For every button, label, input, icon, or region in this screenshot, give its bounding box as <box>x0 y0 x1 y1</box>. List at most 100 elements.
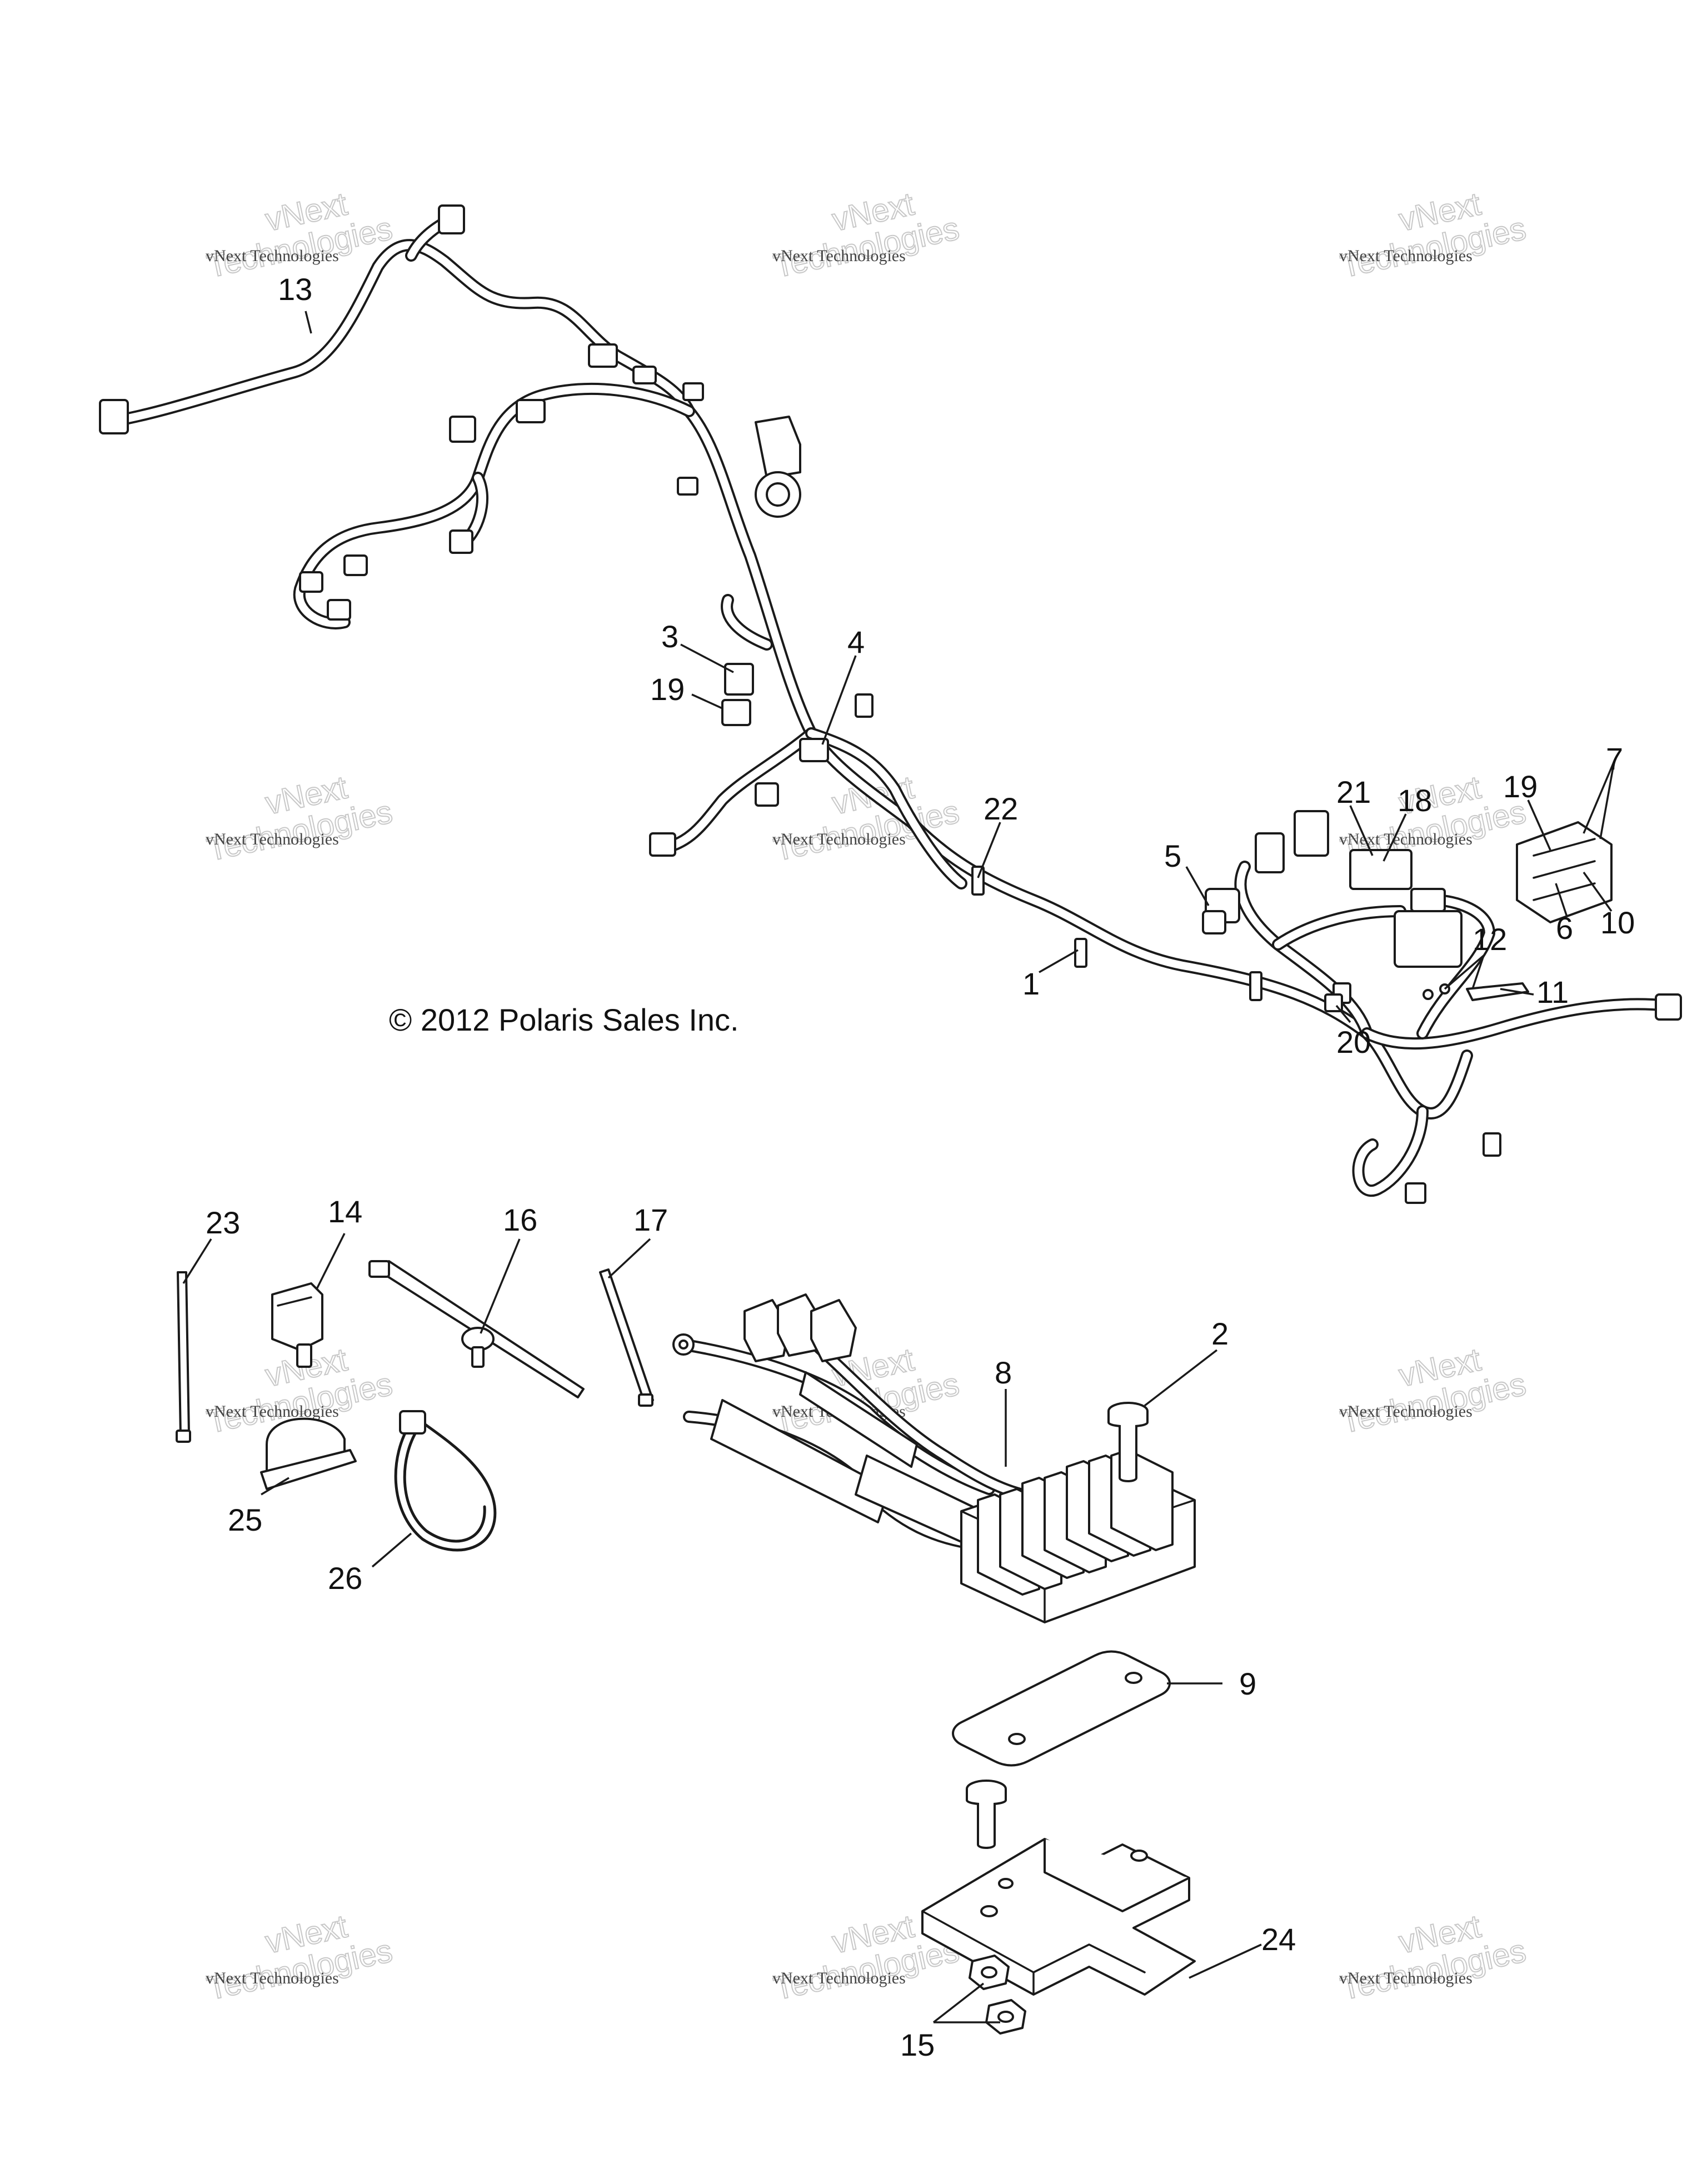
connector <box>766 482 790 507</box>
watermark-1: Technologies vNext vNext Technologies <box>203 185 396 285</box>
leader-18 <box>1382 813 1407 862</box>
connector <box>1294 810 1329 857</box>
harness-band <box>971 866 985 896</box>
connector <box>1405 1182 1426 1204</box>
leader-6 <box>1555 883 1568 917</box>
part-16-push-tie <box>368 1260 585 1398</box>
leader-12a <box>1444 954 1485 990</box>
watermark-2: Technologies vNext vNext Technologies <box>770 185 963 285</box>
part-26-strap <box>394 1410 497 1552</box>
connector <box>855 693 874 718</box>
watermark-12: Technologies vNext vNext Technologies <box>1337 1907 1530 2007</box>
part-24-mounting-bracket <box>921 1838 1196 1996</box>
part-17-cable-tie <box>599 1268 654 1407</box>
callout-22: 22 <box>984 791 1018 826</box>
connector <box>299 571 323 593</box>
connector <box>516 399 546 423</box>
callout-1: 1 <box>1022 966 1040 1001</box>
fuse-block-detail <box>1533 882 1596 901</box>
fuse-block-detail <box>1533 860 1596 879</box>
connector <box>682 382 704 401</box>
watermark-small-text: vNext Technologies <box>772 1969 906 1987</box>
leader-15a <box>932 1982 985 2023</box>
watermark-small-text: vNext Technologies <box>1339 830 1473 848</box>
leader-24 <box>1189 1943 1262 1979</box>
connector <box>449 416 476 443</box>
callout-7: 7 <box>1606 741 1623 776</box>
part-2-bolt <box>1107 1402 1149 1482</box>
watermark-small-text: vNext Technologies <box>1339 1969 1473 1987</box>
watermark-small-text: vNext Technologies <box>1339 1402 1473 1421</box>
watermark-small-text: vNext Technologies <box>206 1969 339 1987</box>
connector <box>1655 993 1682 1021</box>
connector <box>438 204 465 234</box>
leader-4 <box>821 655 857 745</box>
watermark-small-text: vNext Technologies <box>206 830 339 848</box>
watermark-small-text: vNext Technologies <box>206 247 339 265</box>
watermark-small-text: vNext Technologies <box>772 830 906 848</box>
watermark-9: Technologies vNext vNext Technologies <box>1337 1341 1530 1441</box>
main-wire-harness <box>116 211 1673 1197</box>
callout-16: 16 <box>503 1202 537 1237</box>
callout-13: 13 <box>278 272 312 307</box>
screw <box>1422 989 1434 1000</box>
harness-band <box>1249 971 1262 1001</box>
leader-5 <box>1185 866 1210 906</box>
callout-26: 26 <box>328 1561 362 1596</box>
connector <box>799 738 829 762</box>
callout-8: 8 <box>995 1355 1012 1390</box>
leader-19-left <box>691 693 723 709</box>
leader-20 <box>1349 805 1374 856</box>
part-25-clamp <box>260 1417 357 1490</box>
watermarks: Technologies vNext vNext Technologies Te… <box>203 185 1530 2007</box>
bracket <box>1466 982 1529 1001</box>
connector <box>721 699 751 726</box>
callout-4: 4 <box>847 624 865 659</box>
leader-7b <box>1599 761 1615 839</box>
part-14-clip <box>271 1282 323 1368</box>
leader-12b <box>1471 955 1485 989</box>
harness-band <box>1074 938 1087 968</box>
connector <box>588 343 618 368</box>
callout-21: 20 <box>1336 1024 1371 1059</box>
watermark-4: Technologies vNext vNext Technologies <box>203 768 396 868</box>
callout-10: 10 <box>1600 905 1635 940</box>
relay-box <box>1394 910 1463 968</box>
connector <box>1410 888 1446 912</box>
part-9-insulator-plate <box>952 1650 1171 1767</box>
connector <box>343 554 368 576</box>
callout-23: 23 <box>206 1205 240 1240</box>
watermark-small-text: vNext Technologies <box>772 247 906 265</box>
callout-15: 15 <box>900 2027 935 2062</box>
connector <box>755 782 779 807</box>
leader-10 <box>1583 871 1613 912</box>
leader-13 <box>305 311 312 334</box>
leader-26 <box>371 1532 412 1568</box>
callout-12: 12 <box>1473 922 1507 957</box>
part-23-cable-tie <box>176 1271 191 1443</box>
callout-6: 6 <box>1556 911 1573 946</box>
connector <box>755 416 801 479</box>
callout-18: 18 <box>1397 783 1432 818</box>
connector <box>632 366 657 384</box>
leader-22 <box>977 822 1001 878</box>
leader-2 <box>1144 1349 1218 1407</box>
watermark-small-text: vNext Technologies <box>1339 247 1473 265</box>
callout-2: 2 <box>1211 1316 1229 1351</box>
callout-25: 25 <box>228 1502 262 1537</box>
part-8-voltage-regulator <box>672 1293 1196 1623</box>
callout-24: 24 <box>1261 1922 1296 1957</box>
leader-19-right <box>1527 799 1551 851</box>
callout-19-right: 19 <box>1503 769 1538 804</box>
copyright-notice: © 2012 Polaris Sales Inc. <box>389 1002 739 1037</box>
leader-14 <box>316 1233 346 1290</box>
leader-17 <box>607 1238 651 1279</box>
leader-11 <box>1500 988 1534 996</box>
bracket-bolt <box>966 1780 1007 1849</box>
connector <box>1255 832 1285 873</box>
watermark-10: Technologies vNext vNext Technologies <box>203 1907 396 2007</box>
leader-21 <box>1335 1004 1351 1023</box>
watermark-3: Technologies vNext vNext Technologies <box>1337 185 1530 285</box>
callout-11: 11 <box>1536 974 1569 1009</box>
